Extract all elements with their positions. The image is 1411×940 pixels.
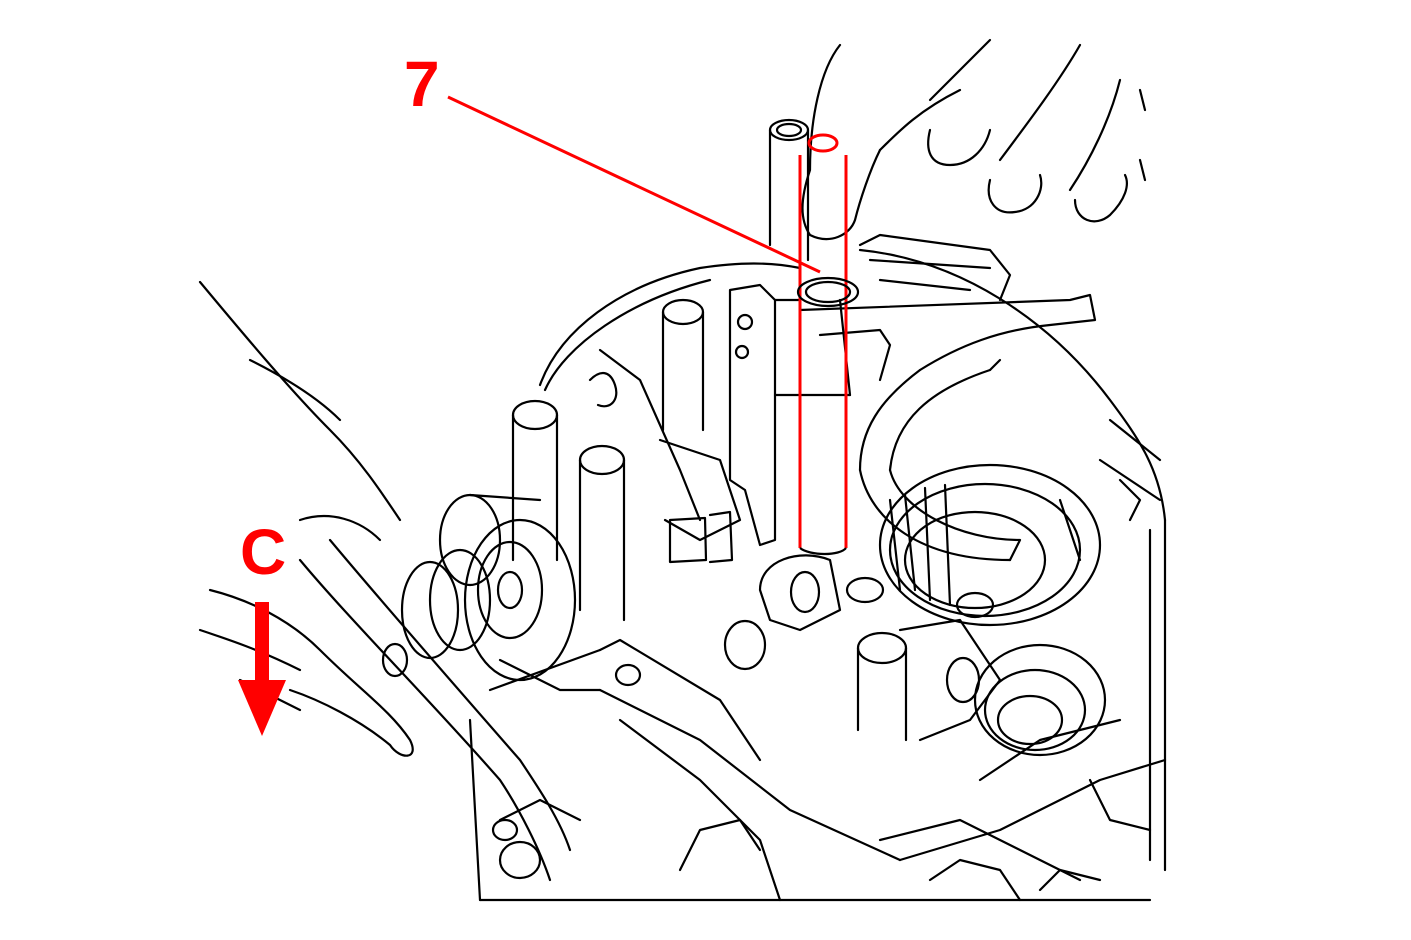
gearbox-housing xyxy=(468,248,1167,902)
highlighted-rod xyxy=(798,133,848,548)
selector-parts xyxy=(588,348,742,564)
boss-blocks xyxy=(614,554,1002,742)
shift-module xyxy=(858,233,1012,302)
second-rod xyxy=(768,118,810,262)
left-hand xyxy=(198,280,414,757)
bearing-bore xyxy=(878,463,1102,627)
right-hand xyxy=(801,38,1147,241)
bolt-heads xyxy=(511,298,908,742)
callout-7-leader xyxy=(447,95,821,274)
arrow-down-icon xyxy=(238,602,286,736)
direction-letter-callout: C xyxy=(240,516,287,588)
selector-lever xyxy=(298,538,572,882)
pulley-assembly xyxy=(400,493,602,692)
shift-fork xyxy=(798,293,1097,562)
part-number-callout: 7 xyxy=(404,48,440,120)
lower-bore xyxy=(973,643,1107,757)
rod-bracket xyxy=(728,283,852,547)
